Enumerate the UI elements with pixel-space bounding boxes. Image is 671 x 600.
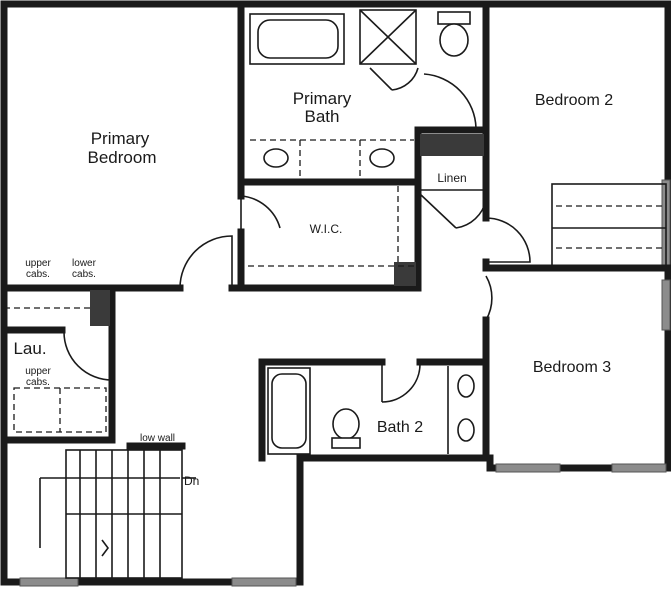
wic-shelving — [248, 186, 414, 267]
wic-label: W.I.C. — [310, 222, 343, 236]
bedroom2-label: Bedroom 2 — [535, 92, 613, 109]
windows — [19, 179, 671, 587]
primary-bedroom-label-1: Primary — [91, 129, 150, 148]
interior-walls — [0, 0, 671, 462]
bedroom2-closet — [551, 183, 667, 267]
upper-cabs-laundry-2: cabs. — [26, 377, 50, 388]
exterior-walls — [0, 0, 671, 586]
linen-label: Linen — [437, 171, 466, 185]
primary-bath-label-2: Bath — [305, 107, 340, 126]
low-wall-label: low wall — [140, 433, 175, 444]
bath2-fixtures — [267, 366, 475, 455]
door-swings — [63, 67, 531, 403]
structural-posts — [90, 134, 484, 326]
upper-cabs-top-1: upper — [25, 258, 51, 269]
lower-cabs-2: cabs. — [72, 269, 96, 280]
bedroom3-label: Bedroom 3 — [533, 359, 611, 376]
bath2-label: Bath 2 — [377, 419, 423, 436]
room-labels: Primary Bedroom Primary Bath Bedroom 2 B… — [13, 89, 613, 436]
primary-bath-label-1: Primary — [293, 89, 352, 108]
primary-bedroom-label-2: Bedroom — [88, 148, 157, 167]
upper-cabs-top-2: cabs. — [26, 269, 50, 280]
primary-bath-fixtures — [249, 9, 471, 176]
lower-cabs-1: lower — [72, 258, 97, 269]
plan-notes: upper cabs. lower cabs. upper cabs. low … — [25, 258, 199, 488]
stairs-down-label: Dn — [184, 474, 199, 488]
stairs — [39, 442, 196, 579]
laundry-fixtures — [4, 307, 107, 433]
laundry-label: Lau. — [13, 339, 46, 358]
upper-cabs-laundry-1: upper — [25, 366, 51, 377]
